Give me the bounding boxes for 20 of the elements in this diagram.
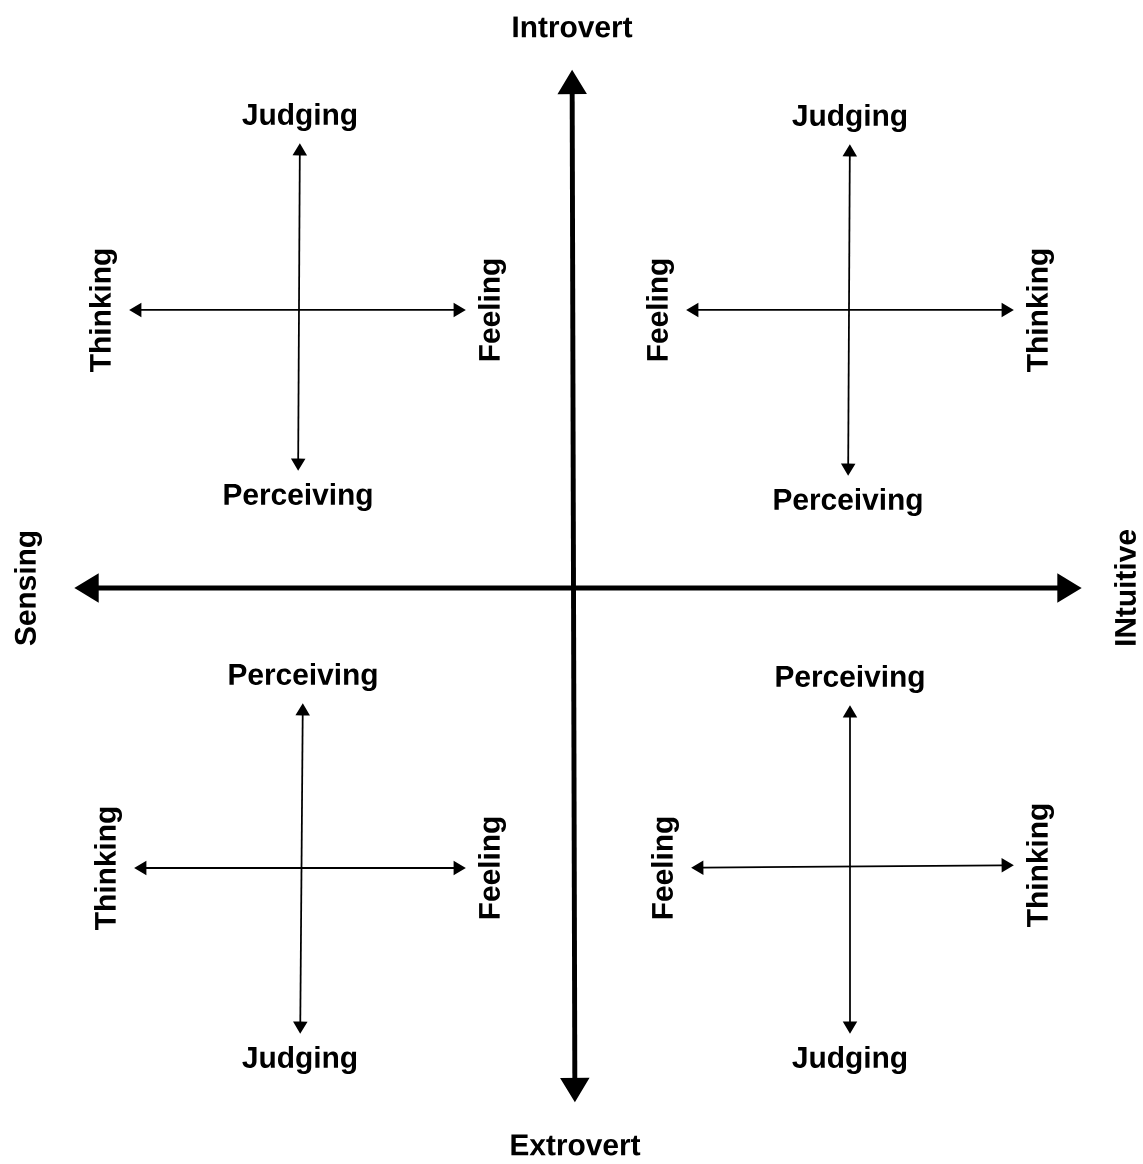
axis-label: Perceiving (776, 665, 924, 693)
axis-label: Feeling (478, 817, 506, 919)
axis-label: Feeling (651, 817, 679, 919)
axis-label: Perceiving (229, 663, 377, 691)
axis-label: Judging (242, 103, 357, 131)
axis-label: Feeling (646, 259, 674, 361)
axis-label: Judging (242, 1046, 357, 1074)
axis-label: Extrovert (511, 1134, 641, 1156)
axis-label: Judging (792, 1046, 907, 1074)
axis-label: Feeling (478, 259, 506, 361)
axis-label: INtuitive (1114, 530, 1136, 645)
axis-label: Judging (792, 104, 907, 132)
axis-label: Thinking (94, 807, 122, 930)
axis-label: Perceiving (224, 483, 372, 511)
axis-label: Thinking (1026, 804, 1054, 927)
axis-label: Thinking (1026, 249, 1054, 372)
axis-label: Introvert (513, 16, 633, 38)
axis-label: Thinking (89, 249, 117, 372)
axis-label: Perceiving (774, 488, 922, 516)
axis-label: Sensing (14, 531, 42, 646)
